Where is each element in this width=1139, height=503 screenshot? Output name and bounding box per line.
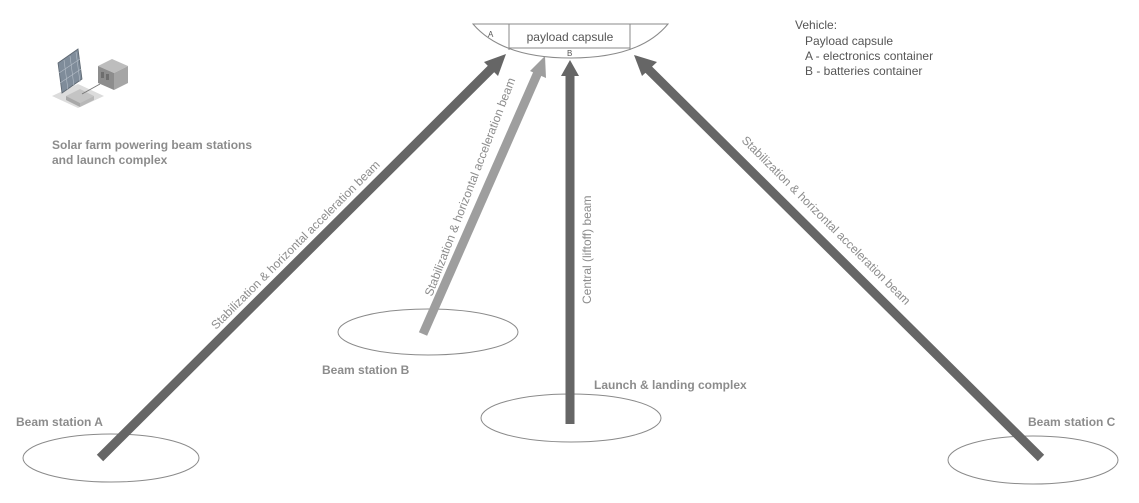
vehicle-legend: Vehicle: Payload capsule A - electronics… xyxy=(795,18,933,78)
legend-title: Vehicle: xyxy=(795,18,837,32)
capsule-section-b: B xyxy=(567,49,572,58)
beam-a-label: Stabilization & horizontal acceleration … xyxy=(208,158,383,333)
legend-item-b: B - batteries container xyxy=(805,64,922,78)
beam-station-c-label: Beam station C xyxy=(1028,415,1116,429)
beam-a xyxy=(96,54,506,462)
solar-farm-illustration xyxy=(52,48,128,108)
legend-item-a: A - electronics container xyxy=(805,49,933,63)
capsule-label: payload capsule xyxy=(527,30,614,44)
beam-c xyxy=(634,55,1045,462)
capsule-section-a: A xyxy=(488,30,494,39)
beam-station-c-pad xyxy=(947,435,1119,485)
beam-b xyxy=(418,56,546,336)
solar-farm-caption-line2: and launch complex xyxy=(52,153,168,167)
payload-capsule: A payload capsule B xyxy=(471,23,670,59)
beam-b-label: Stabilization & horizontal acceleration … xyxy=(422,76,519,298)
beam-station-b-pad xyxy=(337,308,519,356)
launch-complex-label: Launch & landing complex xyxy=(594,378,747,392)
beam-central xyxy=(561,60,579,424)
legend-item-payload: Payload capsule xyxy=(805,34,893,48)
beam-central-label: Central (liftoff) beam xyxy=(580,196,594,305)
beam-c-label: Stabilization & horizontal acceleration … xyxy=(739,133,914,308)
solar-farm-caption-line1: Solar farm powering beam stations xyxy=(52,138,252,152)
beam-station-a-label: Beam station A xyxy=(16,415,103,429)
beam-station-b-label: Beam station B xyxy=(322,363,410,377)
beam-station-a-pad xyxy=(22,433,200,483)
